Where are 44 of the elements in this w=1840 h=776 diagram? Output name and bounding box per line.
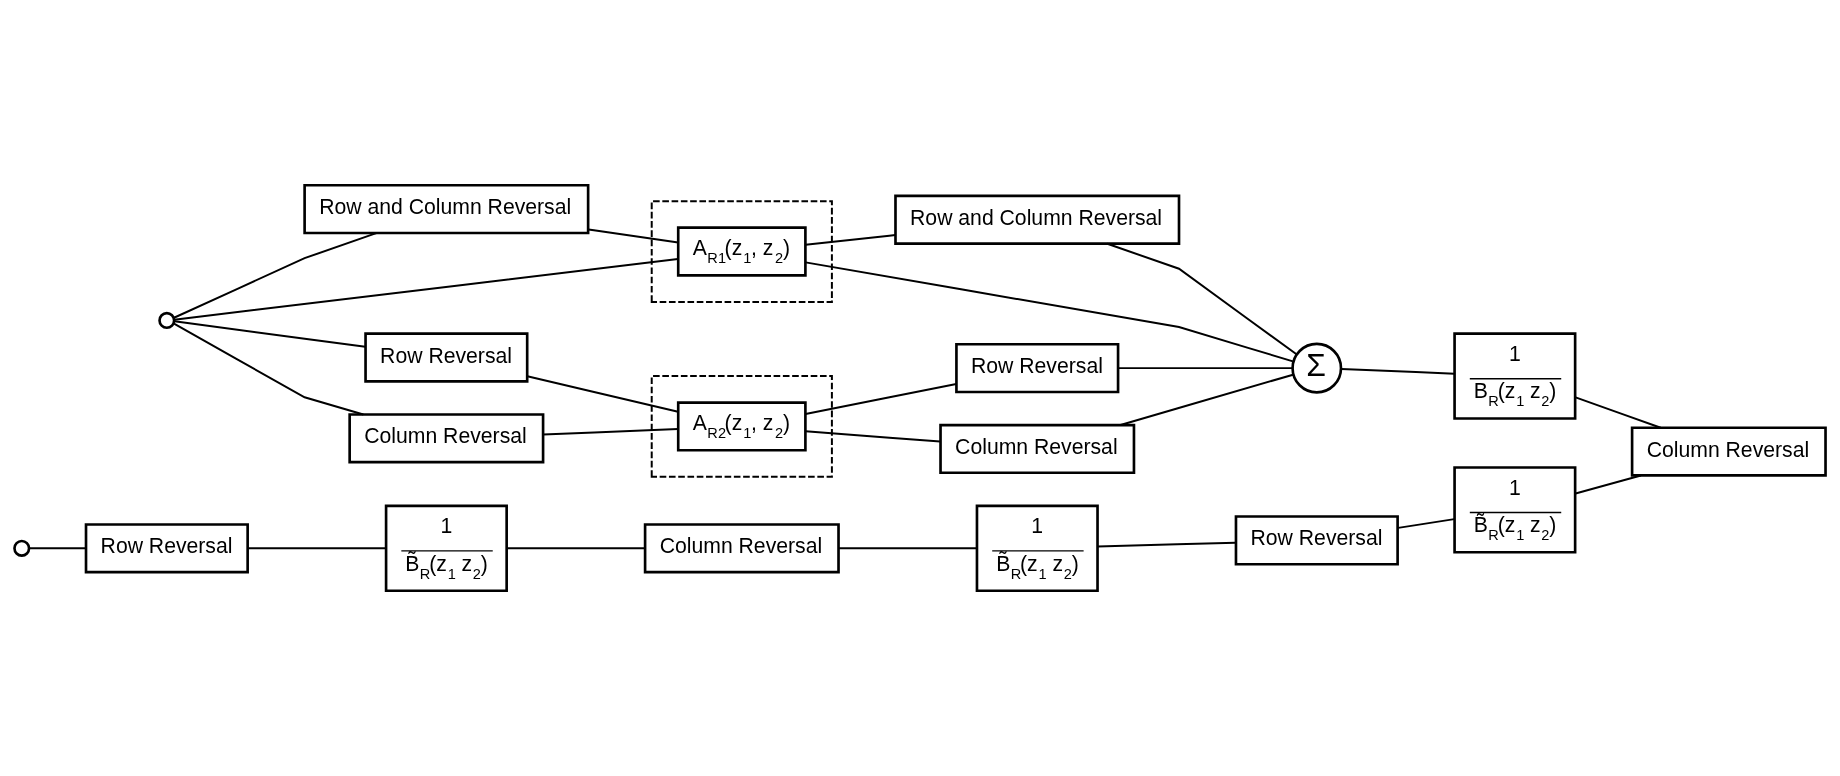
node-box: 1 B̃$_{R}$(z$_{1}$ z$_{2}$): [384, 504, 508, 593]
connector: [246, 547, 387, 550]
connector: [1117, 367, 1293, 370]
node-circle: Σ: [1291, 342, 1343, 394]
node-circle: [158, 311, 176, 330]
connector: [1119, 373, 1294, 427]
connector: [1096, 541, 1237, 548]
connector: [804, 430, 942, 443]
node-box: Row and Column Reversal: [303, 183, 590, 235]
connector: [804, 234, 897, 246]
connector: [28, 547, 87, 550]
node-box: 1 B$_{R}$(z$_{1}$ z$_{2}$): [1453, 332, 1577, 420]
node-box: 1 B̃$_{R}$(z$_{1}$ z$_{2}$): [1453, 466, 1577, 554]
connector: [1106, 242, 1298, 356]
node-box: Column Reversal: [643, 523, 840, 574]
connector: [1397, 518, 1456, 529]
connector: [804, 383, 958, 415]
node-box: A$_{R2}$(z$_{1}$, z$_{2}$): [676, 401, 807, 452]
connector: [1574, 474, 1642, 495]
connector: [173, 232, 378, 319]
connector: [804, 261, 1294, 363]
node-box: Column Reversal: [348, 413, 545, 464]
connector: [505, 547, 646, 550]
node-box: Row and Column Reversal: [894, 194, 1181, 245]
connector: [1574, 396, 1662, 429]
connector: [526, 375, 680, 413]
node-box: Row Reversal: [364, 332, 529, 383]
connector: [587, 228, 680, 244]
connector: [173, 322, 365, 416]
connector: [837, 547, 978, 550]
node-circle: [13, 539, 31, 557]
node-box: Row Reversal: [955, 342, 1120, 394]
cluster: [650, 375, 833, 478]
connector: [173, 320, 367, 348]
node-box: 1 B̃$_{R}$(z$_{1}$ z$_{2}$): [975, 504, 1099, 593]
node-box: Column Reversal: [1630, 426, 1827, 477]
node-box: Row Reversal: [84, 523, 249, 574]
connector: [173, 258, 679, 321]
node-box: Column Reversal: [939, 423, 1136, 475]
node-box: Row Reversal: [1234, 515, 1399, 566]
connector: [542, 427, 679, 436]
connector: [1340, 368, 1456, 375]
cluster: [650, 200, 833, 303]
node-box: A$_{R1}$(z$_{1}$, z$_{2}$): [676, 226, 807, 277]
